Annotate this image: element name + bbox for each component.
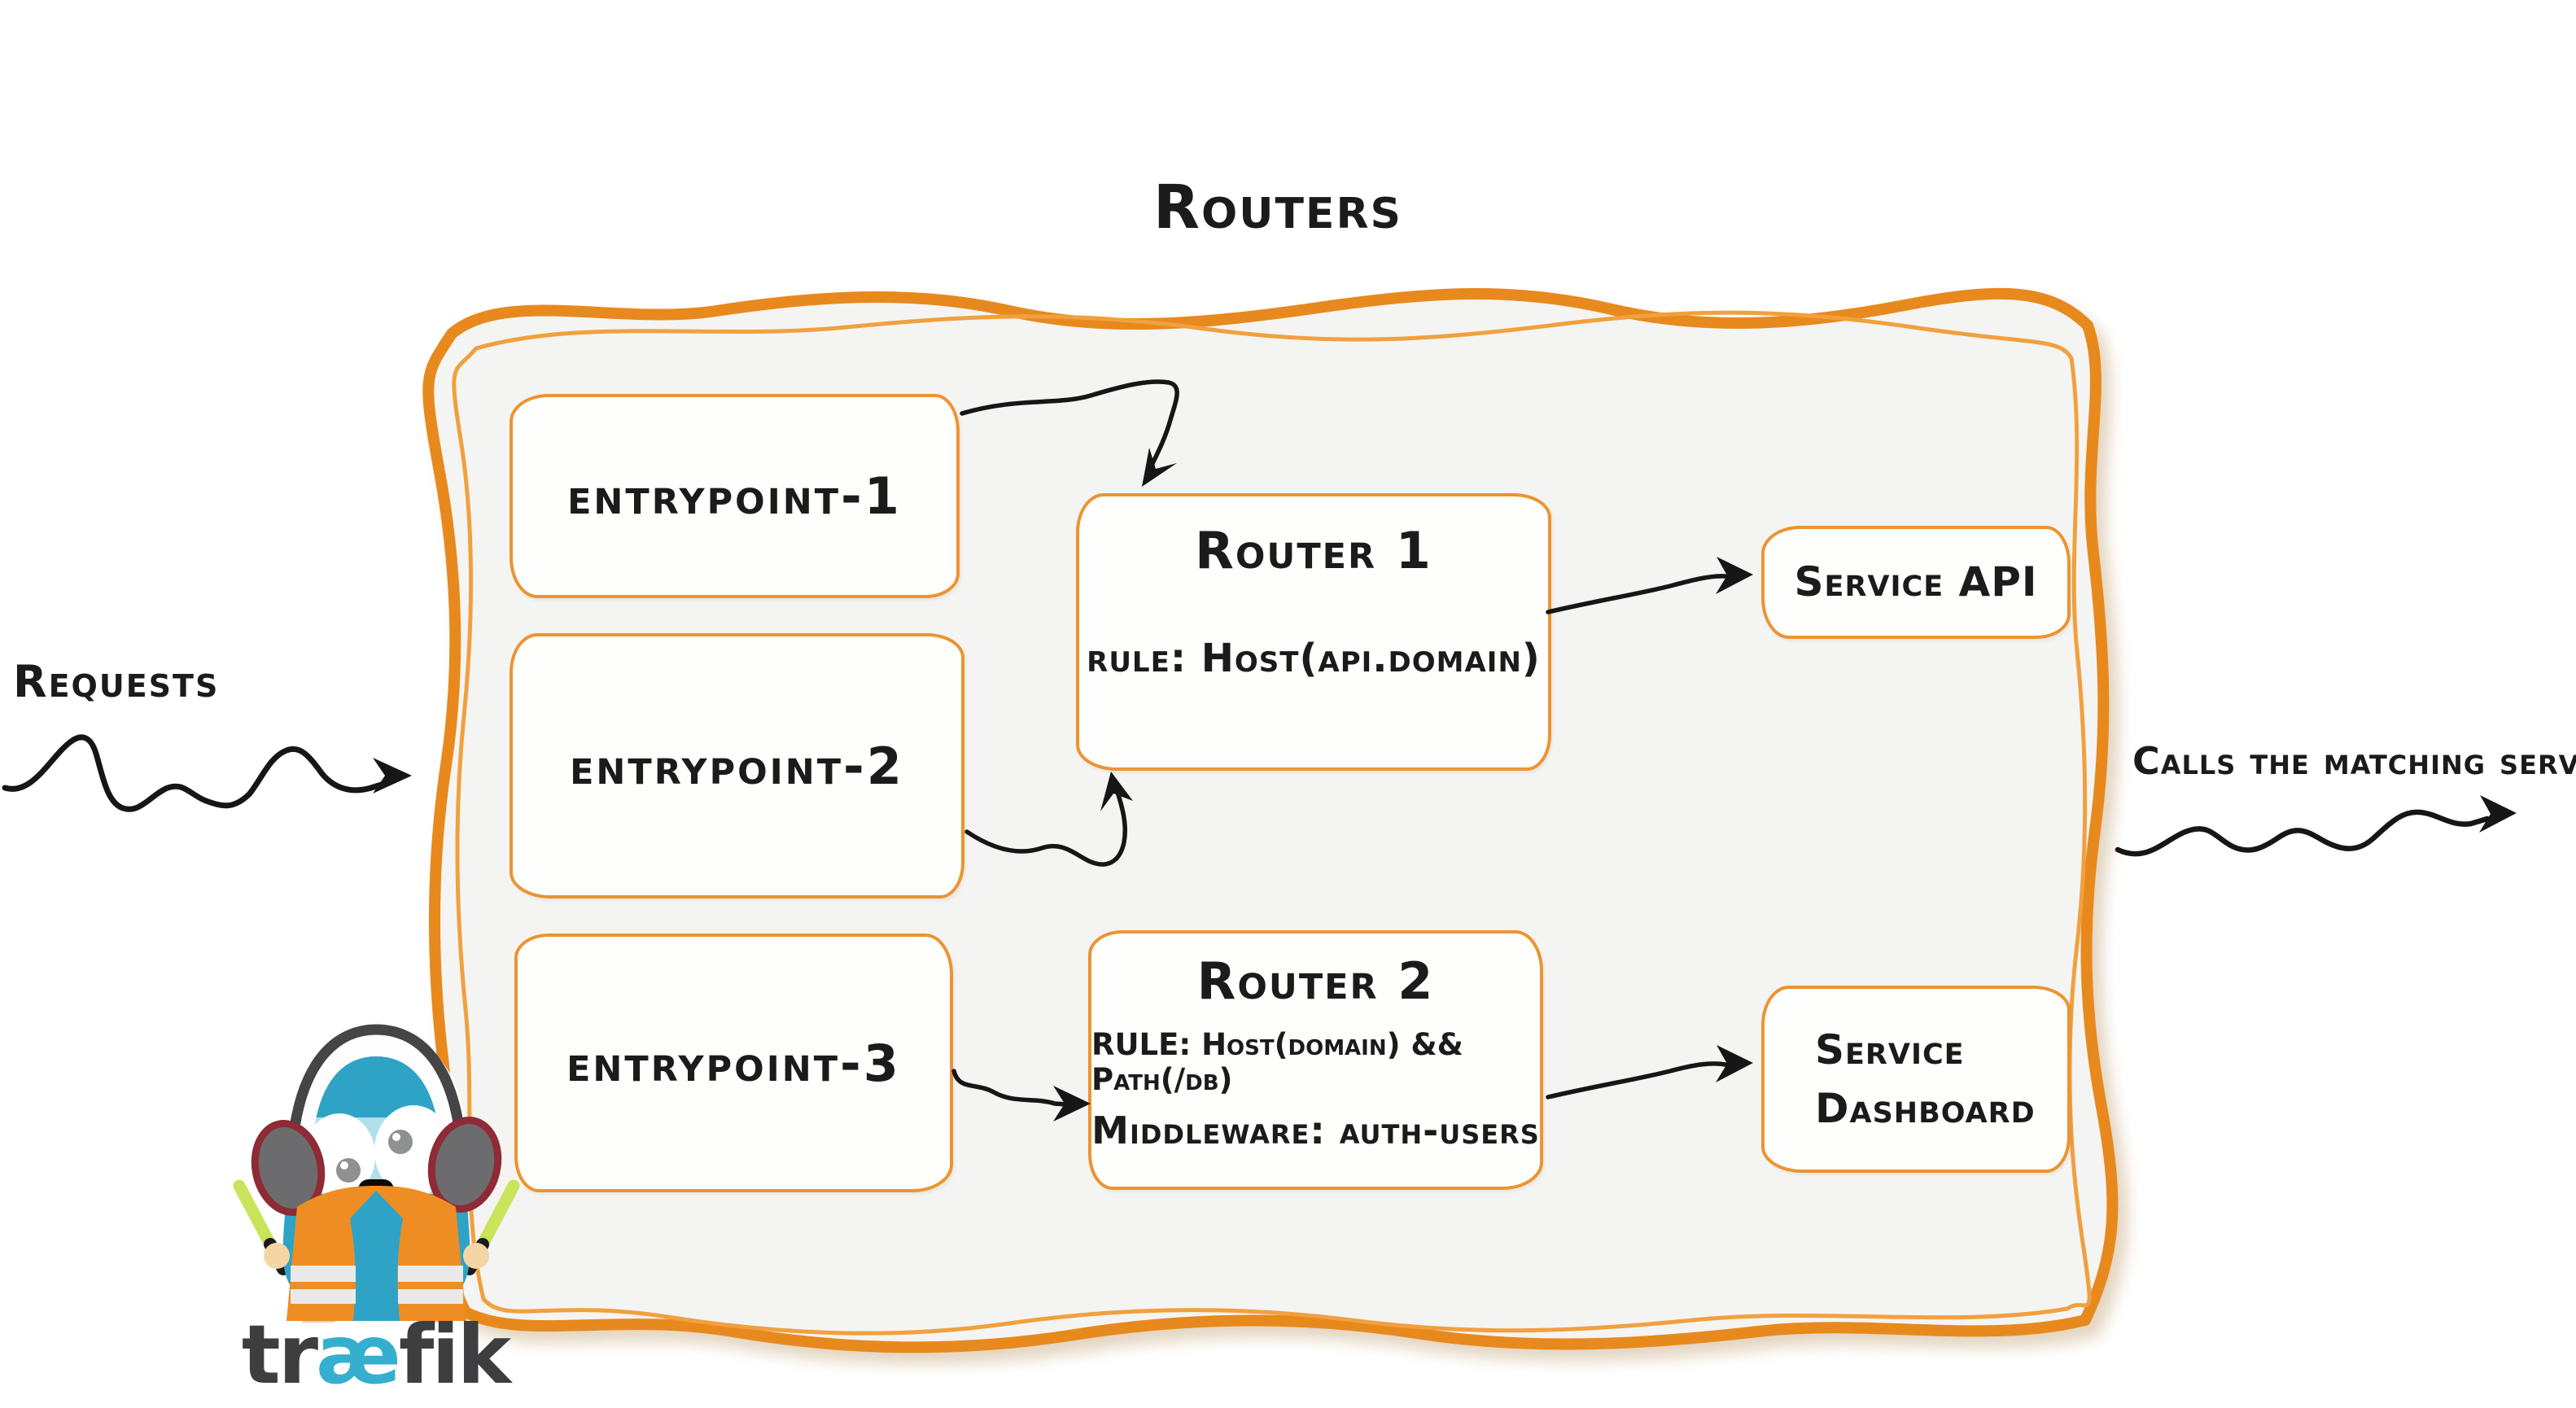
entrypoint-1-label: entrypoint-1 [567,466,902,526]
router-1-rule: rule: Host(api.domain) [1087,636,1541,681]
mascot-vest-stripe [291,1289,356,1304]
mascot-pupil [336,1158,361,1183]
service-api-label: Service API [1794,558,2038,606]
traefik-mascot [233,1024,520,1323]
calls-the-matching-server-label: Calls the matching server [2132,739,2576,783]
routers-container-sketch-stroke [452,310,2092,1336]
router-1-title: Router 1 [1195,521,1432,580]
mascot-pupil-highlight [392,1133,400,1141]
mascot-pupil [388,1130,413,1154]
service-api-box: Service API [1761,526,2071,639]
mascot-right-baton [476,1179,520,1251]
entrypoint-3-box: entrypoint-3 [514,934,953,1192]
mascot-left-baton [233,1179,277,1251]
mascot-hand [264,1243,290,1269]
mascot-vest-stripe-orange [398,1282,463,1289]
mascot-headband-cushion [286,1028,467,1136]
mascot-vest-stripe-orange [291,1282,356,1289]
router-2-middleware: Middleware: auth-users [1091,1108,1540,1152]
mascot-vest-collar [350,1191,403,1321]
service-dashboard-label: Service Dashboard [1815,1025,2036,1133]
router-2-box: Router 2 RULE: Host(domain) && Path(/db)… [1088,930,1543,1190]
entrypoint-3-label: entrypoint-3 [566,1033,901,1093]
mascot-hand [463,1243,489,1269]
traefik-wordmark: træfik [233,1307,518,1402]
requests-label: Requests [13,656,220,707]
router-2-title: Router 2 [1196,951,1435,1011]
wordmark-ae: æ [316,1307,401,1402]
diagram-title: Routers [1153,173,1402,243]
router-2-rule: RULE: Host(domain) && Path(/db) [1091,1027,1463,1097]
mascot-vest-stripe [398,1289,463,1304]
service-dashboard-box: Service Dashboard [1761,986,2071,1173]
wordmark-tr: tr [241,1307,318,1402]
router-1-box: Router 1 rule: Host(api.domain) [1076,493,1551,771]
wordmark-fik: fik [398,1307,511,1402]
mascot-headband [287,1024,466,1145]
entrypoint-1-box: entrypoint-1 [510,394,960,598]
mascot-vest-stripe [398,1266,463,1282]
entrypoint-2-box: entrypoint-2 [510,633,964,899]
mascot-pupil-highlight [340,1161,348,1170]
mascot-vest-stripe [291,1266,356,1282]
entrypoint-2-label: entrypoint-2 [570,736,904,796]
